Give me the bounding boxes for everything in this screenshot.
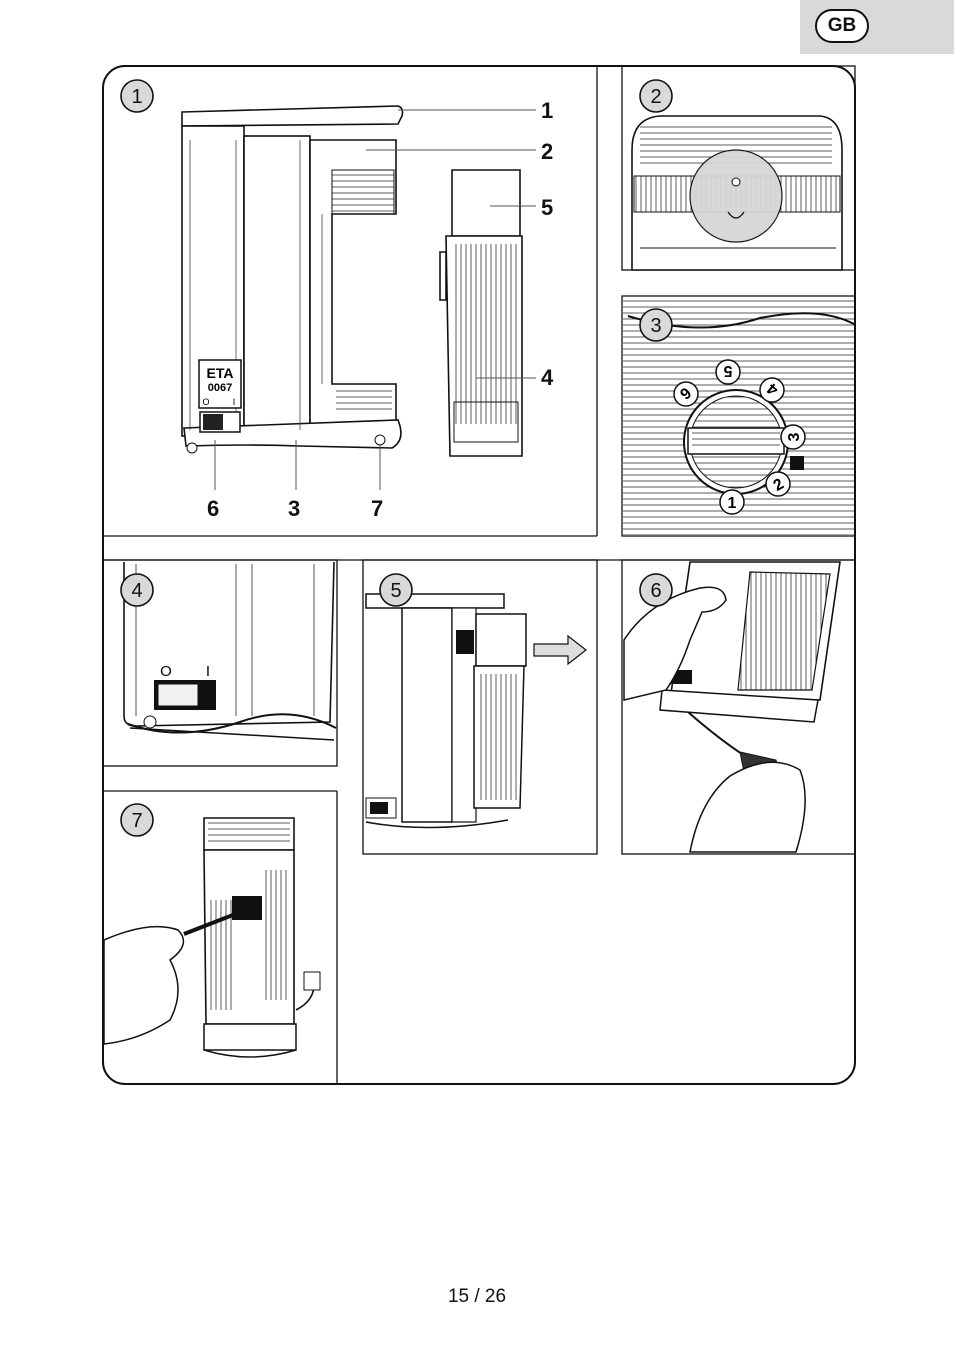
- switch-off-label: O: [160, 663, 172, 680]
- figure-7-number: 7: [131, 810, 142, 832]
- label-switch-off: O: [202, 397, 209, 407]
- callout-switch: 6: [207, 496, 219, 521]
- callout-water-tank: 4: [541, 365, 554, 390]
- figure-3-strength-dial: 1 2 3 4 5 6: [623, 300, 855, 535]
- callout-base: 3: [288, 496, 300, 521]
- language-badge: GB: [815, 9, 869, 43]
- dial-setting-1: 1: [728, 495, 737, 512]
- part-callouts: 1 2 5 4 6 3 7: [207, 98, 554, 521]
- figure-4-power-switch: O I: [123, 561, 337, 741]
- model-number: 0067: [208, 382, 232, 394]
- page-number: 15 / 26: [447, 1286, 507, 1307]
- figure-2-number: 2: [650, 86, 661, 108]
- dial-setting-5: 5: [723, 362, 732, 379]
- callout-lid: 1: [541, 98, 553, 123]
- callout-tank-lid: 5: [541, 195, 553, 220]
- figure-7-cleaning: [103, 817, 321, 1058]
- figure-6-number: 6: [650, 580, 661, 602]
- brand-name: ETA: [207, 365, 234, 381]
- callout-foot: 7: [371, 496, 383, 521]
- figure-badges: 1 2 3 4 5 6 7: [120, 79, 673, 837]
- figure-3-number: 3: [650, 315, 661, 337]
- label-switch-on: I: [233, 397, 236, 407]
- switch-on-label: I: [206, 663, 210, 680]
- figure-1-number: 1: [131, 86, 142, 108]
- figure-5-number: 5: [390, 580, 401, 602]
- figure-2-lid-detail: [631, 115, 843, 271]
- callout-filter-holder: 2: [541, 139, 553, 164]
- dial-setting-3: 3: [786, 432, 803, 441]
- figure-4-number: 4: [131, 580, 142, 602]
- figure-6-unplugging: [623, 561, 841, 853]
- figure-1-appliance-parts: ETA 0067 O I: [181, 105, 536, 490]
- figure-5-removing-tank: [365, 593, 587, 829]
